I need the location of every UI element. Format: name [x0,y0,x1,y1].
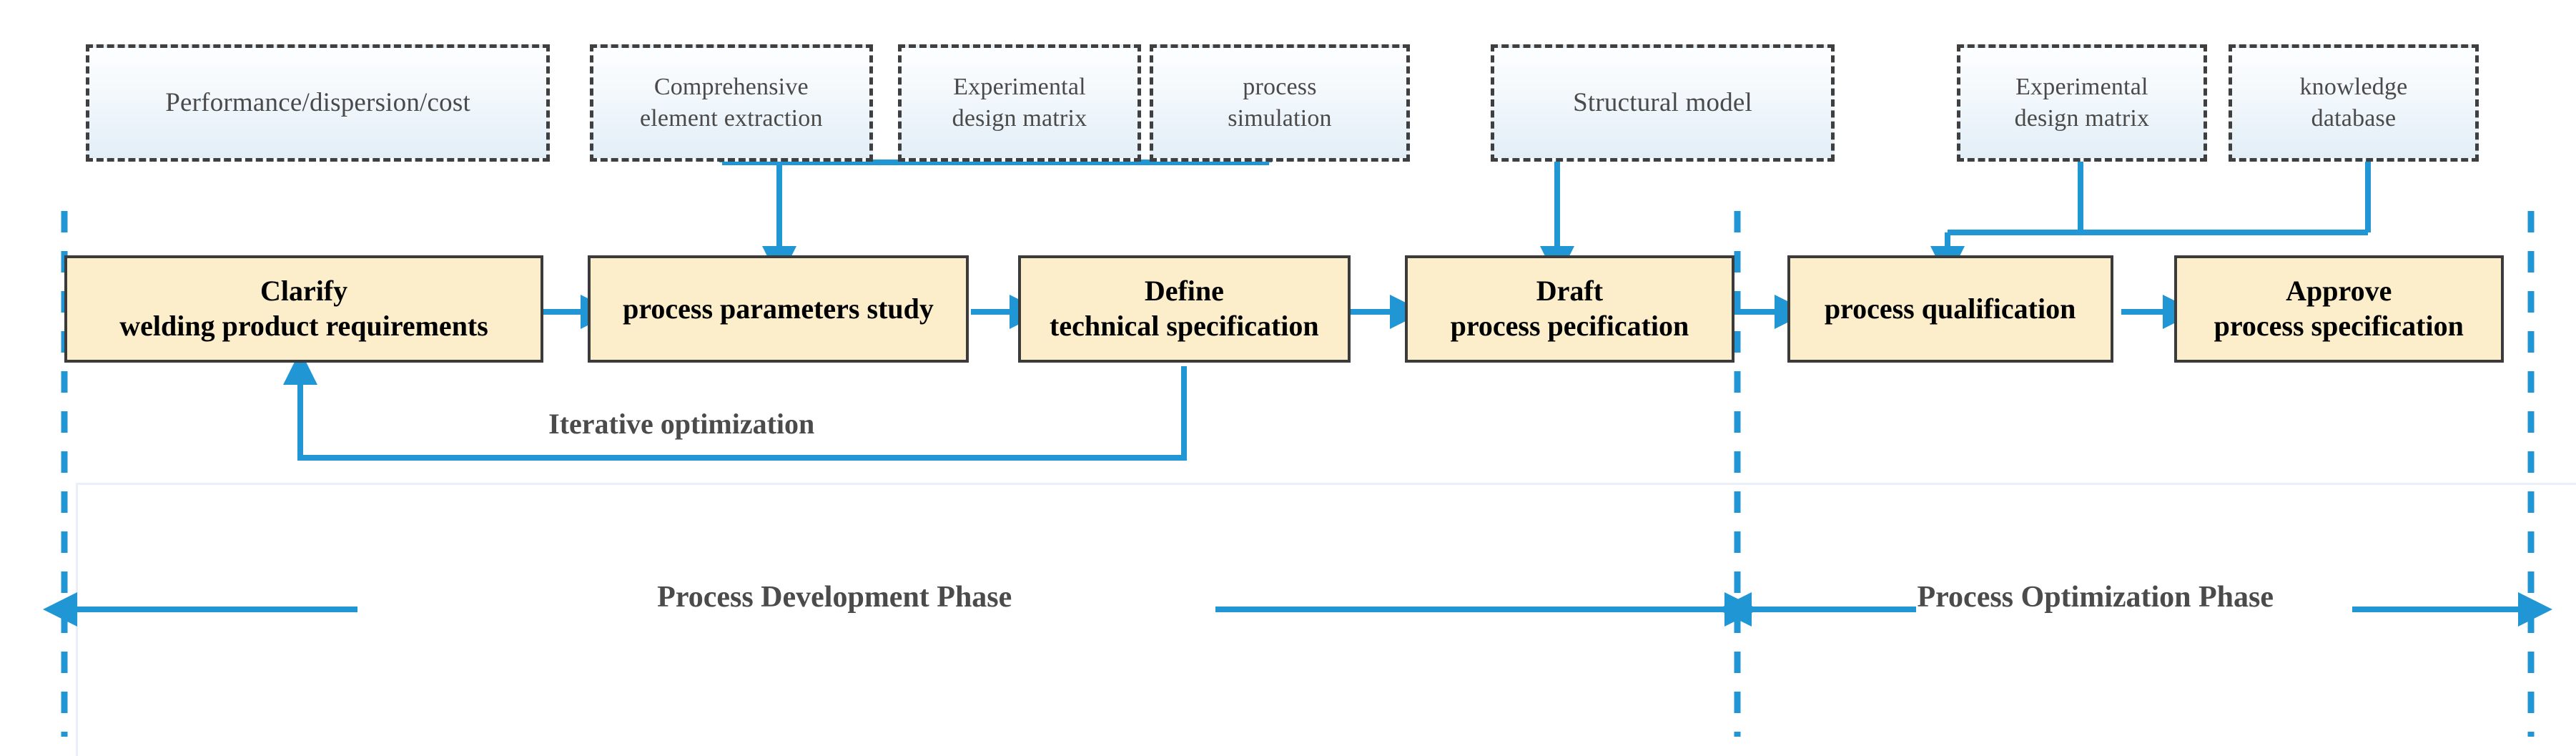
process-label-draft-line2: process pecification [1450,309,1689,342]
process-band-frame [75,482,2576,756]
process-box-process-parameters-study[interactable]: process parameters study [588,255,969,363]
label-process-optimization-phase: Process Optimization Phase [1917,580,2274,614]
process-label-approve-line1: Approve [2286,275,2392,308]
input-box-comprehensive-element-extraction[interactable]: Comprehensive element extraction [589,44,873,162]
process-label-define-line1: Define [1144,275,1224,308]
process-label-params: process parameters study [623,292,934,325]
process-label-qualification: process qualification [1824,292,2076,325]
input-label-expmatrix-right-line1: Experimental [2015,74,2148,101]
input-box-knowledge-database[interactable]: knowledge database [2228,44,2479,162]
input-label-comprehensive-line1: Comprehensive [653,74,809,101]
input-label-knowledge-line2: database [2311,104,2397,132]
process-label-approve-line2: process specification [2214,309,2464,342]
process-box-define-technical-specification[interactable]: Define technical specification [1017,255,1351,363]
label-iterative-optimization: Iterative optimization [548,408,815,441]
process-box-draft-process-specification[interactable]: Draft process pecification [1405,255,1734,363]
label-process-development-phase: Process Development Phase [657,580,1012,614]
input-box-experimental-design-matrix-left[interactable]: Experimental design matrix [897,44,1142,162]
process-box-clarify-requirements[interactable]: Clarify welding product requirements [64,255,544,363]
input-label-knowledge-line1: knowledge [2299,74,2408,101]
input-label-simulation-line1: process [1243,74,1317,101]
process-box-approve-process-specification[interactable]: Approve process specification [2173,255,2504,363]
process-label-define-line2: technical specification [1050,309,1319,342]
process-label-clarify-line1: Clarify [260,275,348,308]
input-label-simulation-line2: simulation [1228,104,1332,132]
input-box-structural-model[interactable]: Structural model [1490,44,1835,162]
input-label-expmatrix-left-line2: design matrix [952,104,1087,132]
process-label-draft-line1: Draft [1536,275,1604,308]
process-label-clarify-line2: welding product requirements [119,309,488,342]
input-label-structural-model: Structural model [1573,88,1752,118]
input-box-process-simulation[interactable]: process simulation [1149,44,1410,162]
input-box-experimental-design-matrix-right[interactable]: Experimental design matrix [1956,44,2207,162]
input-box-performance[interactable]: Performance/dispersion/cost [85,44,551,162]
input-label-comprehensive-line2: element extraction [640,104,823,132]
input-label-expmatrix-left-line1: Experimental [953,74,1086,101]
process-box-process-qualification[interactable]: process qualification [1787,255,2113,363]
input-label-expmatrix-right-line2: design matrix [2014,104,2150,132]
input-label-performance: Performance/dispersion/cost [165,88,470,118]
